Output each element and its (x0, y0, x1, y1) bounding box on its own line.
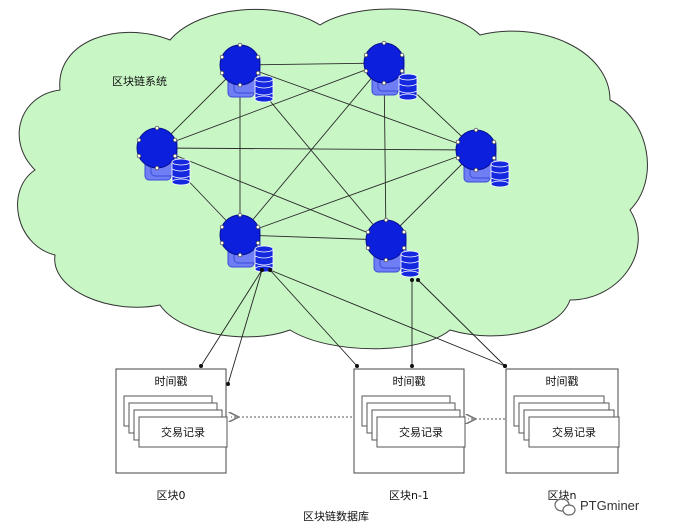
connector-dot (255, 224, 261, 230)
connector-dot (365, 229, 371, 235)
connector-dot (237, 42, 243, 48)
block-caption: 区块0 (157, 489, 186, 502)
database-icon (490, 160, 510, 188)
link-endpoint (260, 268, 264, 272)
record-card (528, 416, 620, 448)
connector-dot (219, 240, 225, 246)
connector-dot (399, 68, 405, 74)
connector-dot (136, 153, 142, 159)
network-edge (239, 149, 477, 236)
node-circle (365, 219, 407, 261)
node-circle (363, 42, 405, 84)
node-block-link (200, 269, 263, 367)
network-edge (239, 62, 385, 66)
database-icon (254, 75, 274, 103)
connector-dot (255, 70, 261, 76)
network-edge (239, 64, 477, 151)
link-endpoint (226, 382, 230, 386)
node-circle (136, 127, 178, 169)
connector-dot (473, 167, 479, 173)
connector-dot (455, 139, 461, 145)
record-card (138, 416, 228, 448)
network-nodes (136, 40, 510, 278)
node-circle (455, 129, 497, 171)
connector-dot (399, 52, 405, 58)
node-block-link (227, 269, 263, 385)
transaction-record-label: 交易记录 (161, 425, 205, 439)
connector-dot (401, 229, 407, 235)
connector-dot (154, 125, 160, 131)
link-endpoint (503, 364, 507, 368)
network-node (219, 44, 274, 103)
connector-dot (136, 137, 142, 143)
network-edge (156, 62, 385, 149)
connector-dot (237, 252, 243, 258)
connector-dot (491, 155, 497, 161)
database-icon (171, 158, 191, 186)
node-block-link (269, 269, 506, 367)
link-endpoint (355, 364, 359, 368)
record-card (376, 416, 466, 448)
connector-dot (455, 155, 461, 161)
timestamp-label: 时间戳 (393, 375, 426, 388)
network-edge (156, 147, 387, 241)
link-endpoint (410, 278, 414, 282)
timestamp-label: 时间戳 (546, 375, 579, 388)
network-edge (385, 149, 477, 241)
link-endpoint (268, 268, 272, 272)
blockchain-system-cloud (17, 8, 648, 350)
transaction-record-label: 交易记录 (552, 425, 596, 439)
connector-dot (219, 224, 225, 230)
node-block-link (417, 279, 506, 367)
connector-dot (383, 257, 389, 263)
node-block-link (269, 269, 358, 367)
connector-dot (172, 137, 178, 143)
connector-dot (381, 80, 387, 86)
blockchain-system-label: 区块链系统 (112, 74, 167, 88)
connector-dot (237, 212, 243, 218)
connector-dot (154, 165, 160, 171)
connector-dot (401, 245, 407, 251)
watermark: PTGminer (554, 498, 640, 516)
node-circle (219, 214, 261, 256)
connector-dot (255, 240, 261, 246)
connector-dot (219, 70, 225, 76)
node-to-block-links (199, 268, 507, 386)
connector-dot (365, 245, 371, 251)
connector-dot (255, 54, 261, 60)
connector-dot (473, 127, 479, 133)
timestamp-label: 时间戳 (155, 375, 188, 388)
database-label: 区块链数据库 (303, 509, 369, 523)
connector-dot (491, 139, 497, 145)
block-caption: 区块n-1 (389, 489, 429, 502)
block-caption: 区块n (548, 489, 577, 502)
link-endpoint (416, 278, 420, 282)
transaction-record-label: 交易记录 (399, 425, 443, 439)
database-icon (400, 250, 420, 278)
connector-dot (237, 82, 243, 88)
connector-dot (383, 217, 389, 223)
connector-dot (363, 52, 369, 58)
connector-dot (381, 40, 387, 46)
link-endpoint (199, 364, 203, 368)
connector-dot (363, 68, 369, 74)
network-node (136, 127, 191, 186)
network-edge (239, 234, 387, 241)
connector-dot (219, 54, 225, 60)
link-endpoint (410, 364, 414, 368)
database-icon (398, 73, 418, 101)
connector-dot (172, 153, 178, 159)
wechat-icon (554, 498, 576, 516)
network-edge (156, 147, 477, 151)
watermark-text: PTGminer (580, 498, 640, 513)
node-circle (219, 44, 261, 86)
